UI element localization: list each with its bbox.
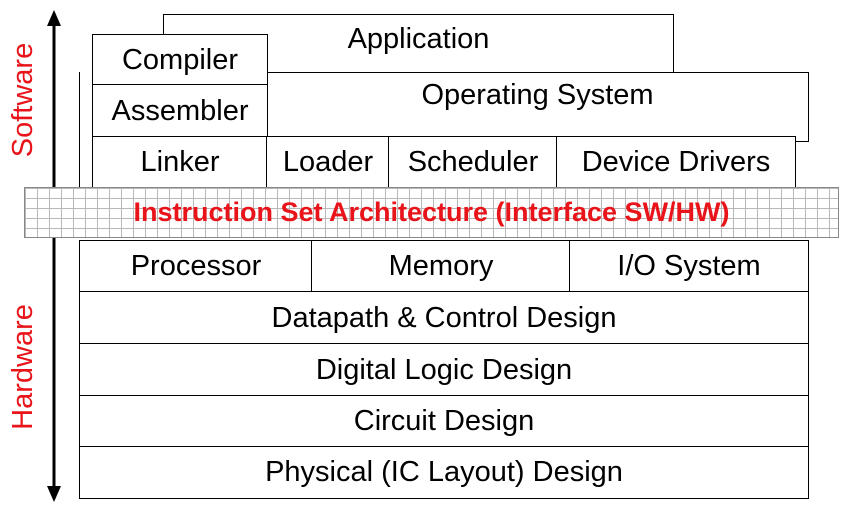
digital-logic-box: Digital Logic Design — [79, 343, 809, 397]
circuit-design-box: Circuit Design — [79, 395, 809, 448]
compiler-label: Compiler — [121, 43, 239, 76]
processor-label: Processor — [130, 250, 262, 282]
linker-box: Linker — [92, 136, 268, 189]
software-hardware-arrow — [47, 10, 61, 502]
assembler-label: Assembler — [111, 94, 249, 127]
processor-box: Processor — [79, 240, 313, 293]
io-system-box: I/O System — [569, 240, 809, 293]
compiler-box: Compiler — [92, 34, 268, 86]
memory-label: Memory — [388, 250, 494, 282]
isa-band: Instruction Set Architecture (Interface … — [24, 187, 839, 238]
datapath-control-label: Datapath & Control Design — [271, 301, 617, 334]
circuit-design-label: Circuit Design — [353, 405, 535, 437]
scheduler-box: Scheduler — [388, 136, 558, 189]
memory-box: Memory — [311, 240, 571, 293]
io-system-label: I/O System — [617, 250, 761, 282]
device-drivers-box: Device Drivers — [556, 136, 796, 189]
software-stack-edge — [79, 72, 80, 188]
digital-logic-label: Digital Logic Design — [315, 353, 573, 386]
scheduler-label: Scheduler — [407, 146, 539, 178]
datapath-control-box: Datapath & Control Design — [79, 291, 809, 345]
operating-system-box: Operating System — [266, 72, 809, 142]
software-label: Software — [7, 42, 39, 158]
assembler-box: Assembler — [92, 84, 268, 138]
physical-design-box: Physical (IC Layout) Design — [79, 446, 809, 499]
isa-label: Instruction Set Architecture (Interface … — [133, 197, 730, 227]
linker-label: Linker — [140, 146, 220, 178]
loader-box: Loader — [266, 136, 390, 189]
application-label: Application — [347, 23, 490, 55]
loader-label: Loader — [282, 146, 374, 178]
device-drivers-label: Device Drivers — [581, 146, 771, 178]
operating-system-label: Operating System — [421, 79, 654, 111]
hardware-label: Hardware — [7, 304, 39, 430]
physical-design-label: Physical (IC Layout) Design — [265, 456, 623, 488]
